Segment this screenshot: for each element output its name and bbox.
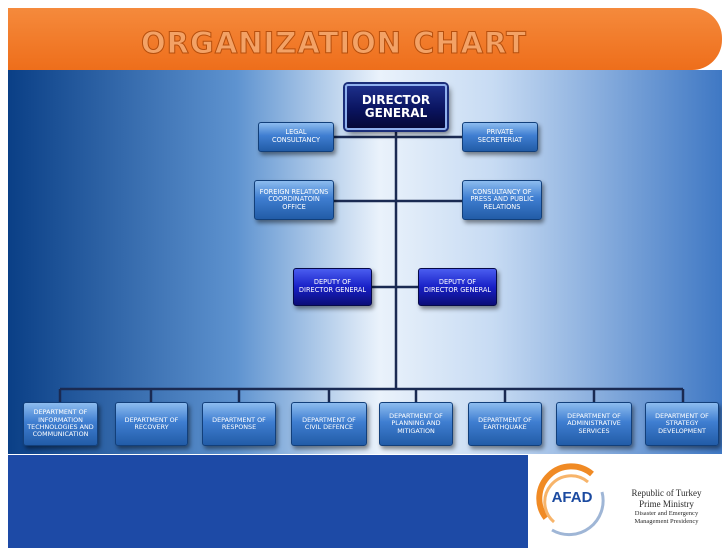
afad-logo-icon xyxy=(536,463,605,537)
private-secreteriat-box: PRIVATE SECRETERIAT xyxy=(462,122,538,152)
deputy-director-left-box: DEPUTY OF DIRECTOR GENERAL xyxy=(293,268,372,306)
dept-civil-defence-box: DEPARTMENT OF CIVIL DEFENCE xyxy=(291,402,367,446)
director-general-box: DIRECTOR GENERAL xyxy=(345,84,447,130)
dept-response-box: DEPARTMENT OF RESPONSE xyxy=(202,402,276,446)
afad-logo-text: AFAD xyxy=(551,489,593,506)
legal-consultancy-box: LEGAL CONSULTANCY xyxy=(258,122,334,152)
page-title: ORGANIZATION CHART xyxy=(141,26,527,61)
deputy-director-right-box: DEPUTY OF DIRECTOR GENERAL xyxy=(418,268,497,306)
press-relations-box: CONSULTANCY OF PRESS AND PUBLIC RELATION… xyxy=(462,180,542,220)
org-line-4: Management Presidency xyxy=(634,518,699,525)
org-line-1: Republic of Turkey xyxy=(631,488,702,498)
dept-planning-mitigation-box: DEPARTMENT OF PLANNING AND MITIGATION xyxy=(379,402,453,446)
dept-recovery-box: DEPARTMENT OF RECOVERY xyxy=(115,402,188,446)
org-line-3: Disaster and Emergency xyxy=(634,510,699,517)
dept-information-technologies-box: DEPARTMENT OF INFORMATION TECHNOLOGIES A… xyxy=(23,402,98,446)
title-band: ORGANIZATION CHART xyxy=(8,8,722,70)
dept-strategy-development-box: DEPARTMENT OF STRATEGY DEVELOPMENT xyxy=(645,402,719,446)
foreign-relations-box: FOREIGN RELATIONS COORDINATOIN OFFICE xyxy=(254,180,334,220)
dept-earthquake-box: DEPARTMENT OF EARTHQUAKE xyxy=(468,402,542,446)
org-line-2: Prime Ministry xyxy=(639,499,694,509)
organization-name: Republic of Turkey Prime Ministry Disast… xyxy=(613,488,720,526)
footer-band xyxy=(8,455,528,548)
dept-administrative-services-box: DEPARTMENT OF ADMINISTRATIVE SERVICES xyxy=(556,402,632,446)
